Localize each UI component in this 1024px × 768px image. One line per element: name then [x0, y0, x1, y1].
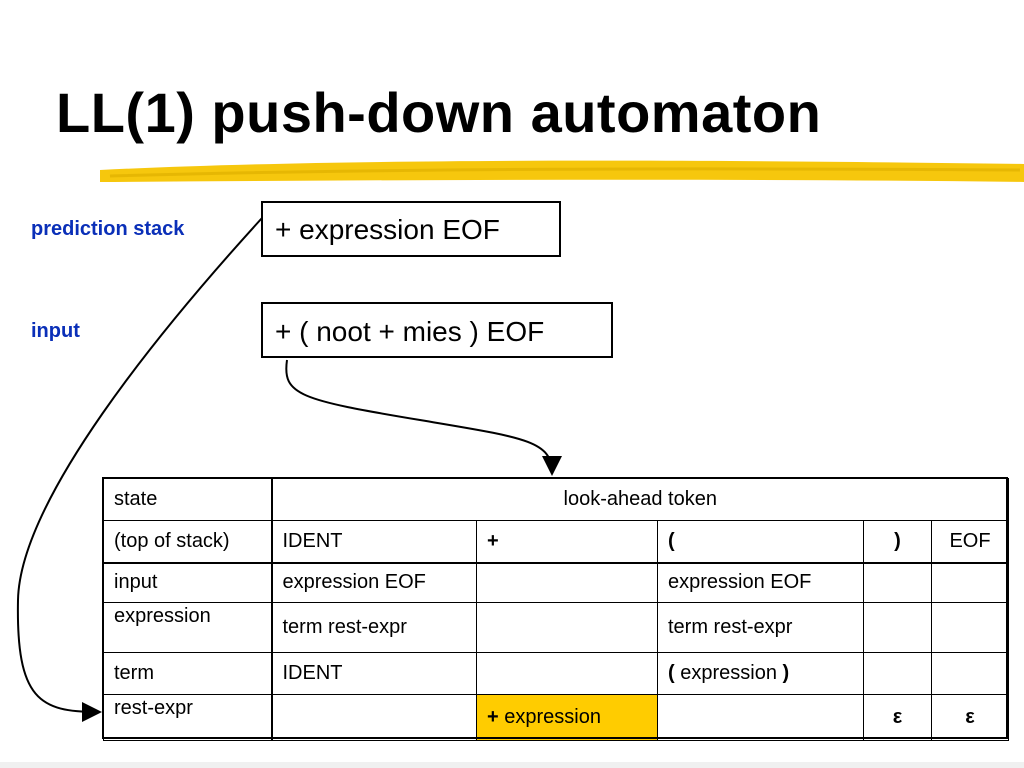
table-cell: [271, 694, 477, 741]
table-cell: [657, 694, 864, 741]
table-cell: [863, 562, 932, 603]
input-to-table-arrow: [285, 359, 562, 476]
table-cell: [863, 652, 932, 695]
column-header-open-paren: (: [657, 520, 864, 564]
table-cell: expression EOF: [271, 562, 477, 603]
paren-expression-cell: ( expression ): [657, 652, 864, 695]
title-highlight-stroke: [100, 160, 1024, 182]
highlighted-plus-expression-cell: + expression: [476, 694, 658, 741]
plus-symbol: +: [487, 706, 499, 728]
table-cell: [476, 602, 658, 653]
table-cell: [930, 562, 1010, 603]
table-cell: [863, 602, 932, 653]
column-header-plus: +: [476, 520, 658, 564]
table-cell: [476, 562, 658, 603]
table-cell: [930, 652, 1010, 695]
close-paren: ): [782, 662, 790, 684]
parse-table: state look-ahead token (top of stack) ID…: [103, 478, 1010, 741]
bottom-bar: [0, 762, 1024, 768]
prediction-stack-box: + expression EOF: [261, 201, 561, 257]
lookahead-header: look-ahead token: [270, 478, 1010, 521]
state-cell: expression: [103, 602, 273, 653]
column-header-close-paren: ): [863, 520, 932, 564]
table-cell: [476, 652, 658, 695]
prediction-stack-label: prediction stack: [31, 218, 185, 240]
input-box: + ( noot + mies ) EOF: [261, 302, 613, 358]
paren-middle: expression: [680, 662, 777, 684]
table-row: expression term rest-expr term rest-expr: [103, 602, 1010, 653]
table-row: term IDENT ( expression ): [103, 652, 1010, 695]
table-cell: term rest-expr: [271, 602, 477, 653]
state-header-line1: state: [114, 488, 158, 510]
state-header-line2-cell: (top of stack): [103, 520, 273, 564]
plus-cell-text: expression: [504, 706, 601, 728]
input-label: input: [31, 320, 80, 342]
state-cell: input: [103, 562, 273, 603]
column-header-eof: EOF: [930, 520, 1010, 564]
column-header-ident: IDENT: [271, 520, 477, 564]
table-cell: [930, 602, 1010, 653]
table-row: rest-expr + expression ε ε: [103, 694, 1010, 741]
state-header-line2: (top of stack): [114, 529, 230, 552]
epsilon-cell: ε: [863, 694, 932, 741]
state-cell: term: [103, 652, 273, 695]
table-cell: expression EOF: [657, 562, 864, 603]
table-cell: term rest-expr: [657, 602, 864, 653]
state-header-line1-cell: state: [103, 478, 273, 521]
table-cell: IDENT: [271, 652, 477, 695]
open-paren: (: [668, 662, 675, 684]
epsilon-cell: ε: [930, 694, 1010, 741]
table-row: input expression EOF expression EOF: [103, 562, 1010, 603]
slide-title: LL(1) push-down automaton: [56, 81, 822, 144]
state-cell: rest-expr: [103, 694, 273, 741]
